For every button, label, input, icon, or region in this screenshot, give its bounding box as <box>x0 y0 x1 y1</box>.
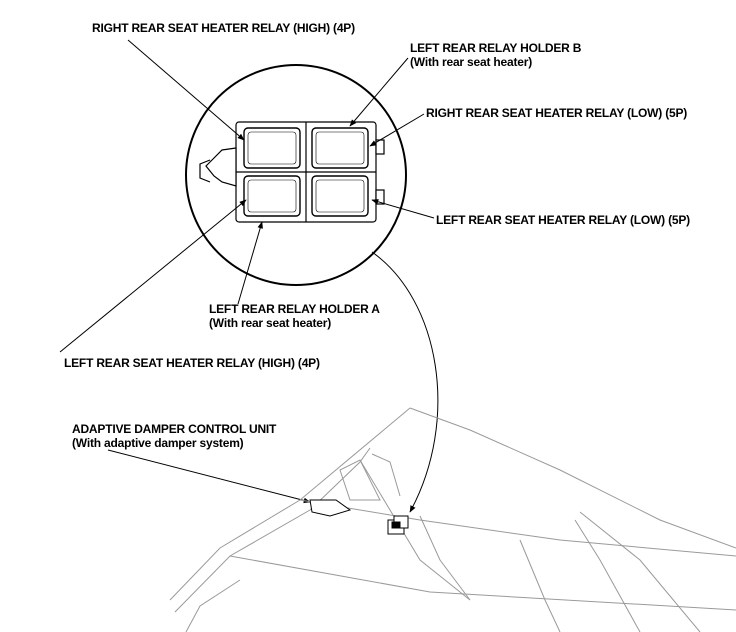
leader-left-rear-low <box>371 199 435 219</box>
leader-detail-to-location <box>371 251 439 513</box>
label-right-rear-high: RIGHT REAR SEAT HEATER RELAY (HIGH) (4P) <box>92 21 355 35</box>
detail-circle <box>185 64 407 286</box>
relay-right-high <box>243 127 301 169</box>
label-holder-a-note: (With rear seat heater) <box>209 316 331 330</box>
relay-location-block <box>387 515 409 535</box>
label-left-rear-low: LEFT REAR SEAT HEATER RELAY (LOW) (5P) <box>436 213 690 227</box>
label-left-rear-high: LEFT REAR SEAT HEATER RELAY (HIGH) (4P) <box>64 356 320 370</box>
leader-lines <box>59 39 439 513</box>
label-damper-note: (With adaptive damper system) <box>72 436 244 450</box>
leader-holder-b <box>349 57 409 127</box>
label-right-rear-low: RIGHT REAR SEAT HEATER RELAY (LOW) (5P) <box>426 106 688 120</box>
label-holder-a-title: LEFT REAR RELAY HOLDER A <box>209 302 380 316</box>
leader-left-rear-high <box>59 199 247 353</box>
leader-right-rear-high <box>127 39 245 141</box>
leader-right-rear-low <box>369 113 425 147</box>
relay-right-low <box>311 127 369 169</box>
relay-left-low <box>311 175 369 217</box>
leader-damper <box>107 449 311 504</box>
vehicle-outline <box>169 407 736 632</box>
label-damper-title: ADAPTIVE DAMPER CONTROL UNIT <box>72 422 277 436</box>
relay-blocks <box>243 127 369 217</box>
relay-left-high <box>243 175 301 217</box>
damper-unit <box>309 499 352 517</box>
label-holder-b-note: (With rear seat heater) <box>410 55 532 69</box>
leader-holder-a <box>237 221 263 305</box>
label-holder-b-title: LEFT REAR RELAY HOLDER B <box>410 41 582 55</box>
